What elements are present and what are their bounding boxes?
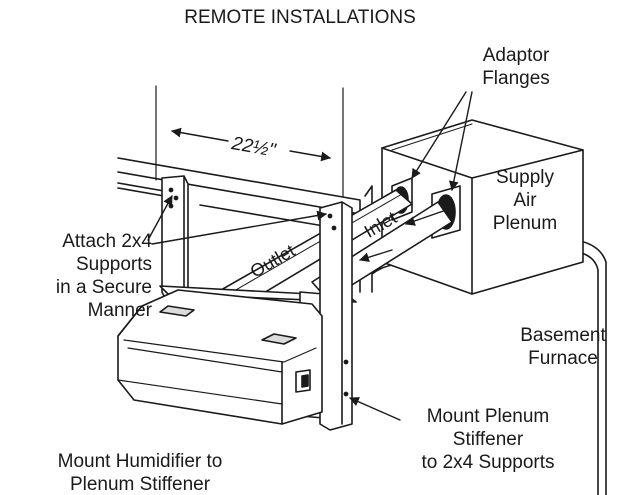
- basement-furnace-line-1: Basement: [520, 325, 606, 346]
- supply-air-plenum-label: Supply Air Plenum: [470, 166, 580, 235]
- attach-supports-line-2: Supports: [75, 254, 152, 275]
- mount-stiffener-line-2: Stiffener: [452, 429, 524, 450]
- mount-humidifier-line-1: Mount Humidifier to: [57, 451, 223, 472]
- support-right: [319, 201, 353, 431]
- attach-supports-label: Attach 2x4 Supports in a Secure Manner: [2, 230, 152, 322]
- page-title: REMOTE INSTALLATIONS: [184, 7, 416, 28]
- adaptor-flanges-line-2: Flanges: [482, 68, 550, 89]
- mount-humidifier-label: Mount Humidifier to Plenum Stiffener: [20, 450, 260, 495]
- basement-furnace-line-2: Furnace: [528, 348, 598, 369]
- dimension-22-half: [155, 85, 344, 197]
- supply-air-plenum-line-1: Supply: [495, 167, 555, 188]
- attach-supports-line-1: Attach 2x4: [62, 231, 152, 252]
- supply-air-plenum-line-3: Plenum: [492, 213, 558, 234]
- supply-air-plenum-line-2: Air: [513, 190, 537, 211]
- adaptor-flanges-label: Adaptor Flanges: [456, 44, 576, 90]
- mount-humidifier-line-2: Plenum Stiffener: [69, 474, 211, 495]
- support-left: [161, 175, 189, 301]
- basement-furnace-label: Basement Furnace: [498, 324, 628, 370]
- mount-stiffener-line-3: to 2x4 Supports: [421, 452, 555, 473]
- attach-supports-line-3: in a Secure: [55, 277, 152, 298]
- attach-supports-line-4: Manner: [87, 300, 152, 321]
- mount-stiffener-label: Mount Plenum Stiffener to 2x4 Supports: [388, 405, 588, 474]
- supply-air-plenum: [381, 119, 584, 295]
- humidifier-unit: [117, 289, 323, 425]
- mount-stiffener-line-1: Mount Plenum: [426, 406, 550, 427]
- leader-lines: [147, 91, 473, 421]
- adaptor-flanges-line-1: Adaptor: [482, 45, 550, 66]
